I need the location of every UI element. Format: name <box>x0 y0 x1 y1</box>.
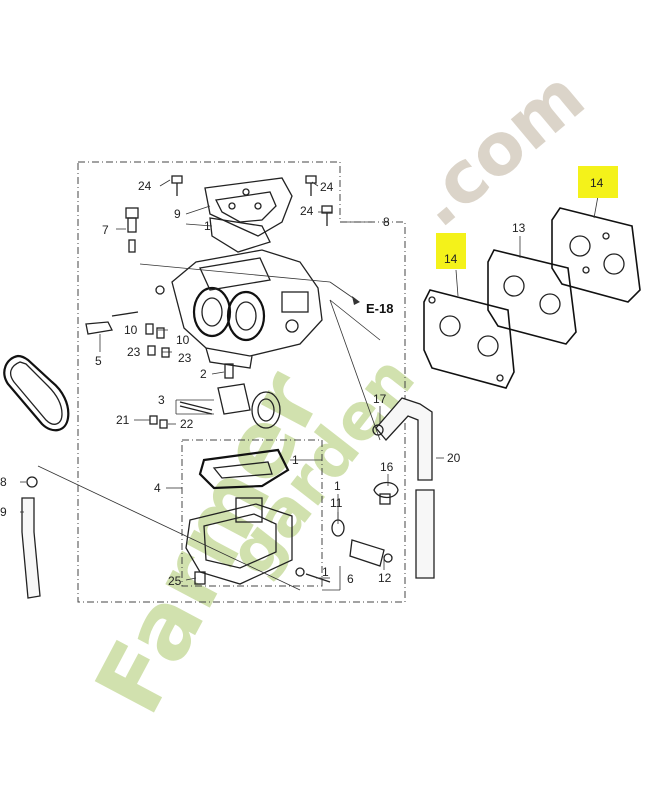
callout-1-lower: 1 <box>322 565 329 579</box>
watermark-domain: .com <box>397 54 600 243</box>
choke-assembly <box>149 363 281 429</box>
callout-12: 12 <box>378 571 392 585</box>
watermark: Farmer garden .com <box>75 54 600 731</box>
callout-9-upper: 9 <box>174 207 181 221</box>
callout-23-right: 23 <box>178 351 192 365</box>
highlight-14-rear <box>578 166 618 198</box>
callout-11: 11 <box>330 496 343 510</box>
callout-8-left: 8 <box>0 475 7 489</box>
gasket-rear <box>551 207 641 303</box>
callout-1-float: 1 <box>292 453 299 467</box>
callout-1-upper: 1 <box>204 219 211 233</box>
callout-24-right: 24 <box>320 180 334 194</box>
callout-10-right: 10 <box>176 333 190 347</box>
gasket-middle <box>487 249 577 345</box>
callout-14-rear: 14 <box>590 176 604 190</box>
callout-24-lower: 24 <box>300 204 314 218</box>
callout-23-left: 23 <box>127 345 141 359</box>
top-cover <box>171 175 333 253</box>
callout-9-left: 9 <box>0 505 7 519</box>
leader-lines <box>20 179 599 591</box>
jets-and-screws <box>85 207 170 358</box>
callout-10-left: 10 <box>124 323 138 337</box>
callout-8-right: 8 <box>383 215 390 229</box>
reference-e18: E-18 <box>366 301 393 316</box>
assembly-frame <box>77 161 406 603</box>
callout-13: 13 <box>512 221 526 235</box>
float-chamber-frame <box>181 439 323 587</box>
float-chamber <box>185 448 293 585</box>
callout-24-left: 24 <box>138 179 152 193</box>
callout-17: 17 <box>373 392 387 406</box>
callout-5: 5 <box>95 354 102 368</box>
callout-20: 20 <box>447 451 461 465</box>
callout-22: 22 <box>180 417 194 431</box>
o-ring <box>3 354 70 432</box>
callout-1-right: 1 <box>334 479 341 493</box>
callout-16: 16 <box>380 460 394 474</box>
callout-7: 7 <box>102 223 109 237</box>
callout-21: 21 <box>116 413 130 427</box>
gasket-front <box>423 289 515 389</box>
callout-25: 25 <box>168 574 182 588</box>
callout-3: 3 <box>158 393 165 407</box>
callout-6: 6 <box>347 572 354 586</box>
callout-14-front: 14 <box>444 252 458 266</box>
callout-4: 4 <box>154 481 161 495</box>
callout-2: 2 <box>200 367 207 381</box>
highlight-14-front <box>436 233 466 269</box>
carburetor-body <box>155 249 323 369</box>
callouts: 24 24 24 9 1 8 7 E-18 10 10 5 23 23 2 3 … <box>0 176 604 588</box>
